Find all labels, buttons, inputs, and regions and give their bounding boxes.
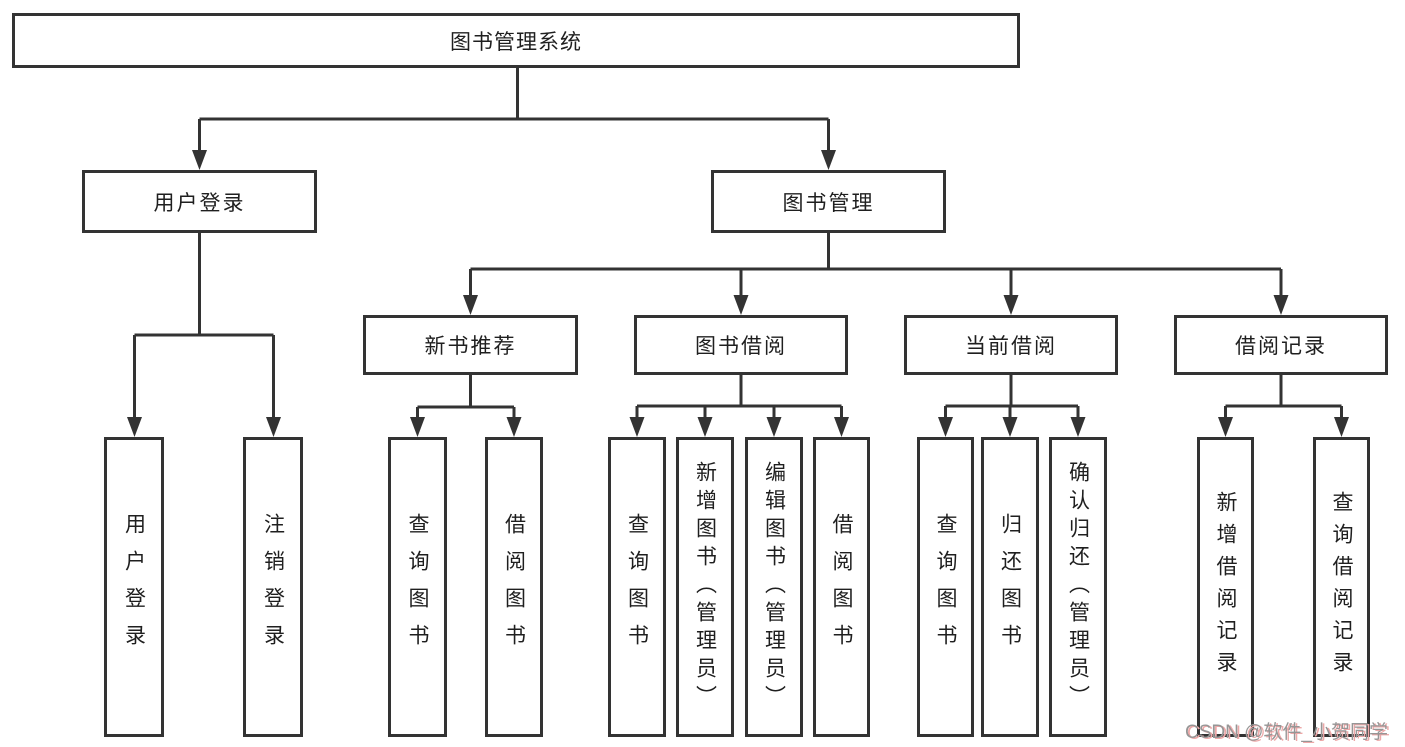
leaf-confirm-return-admin: 确认归还（管理员） (1049, 437, 1107, 737)
leaf-add-books-admin: 新增图书（管理员） (676, 437, 734, 737)
node-user-login: 用户登录 (82, 170, 317, 233)
connector-book-borrow-to-leaves (629, 375, 849, 437)
node-borrow-records: 借阅记录 (1174, 315, 1388, 375)
leaf-query-borrow-record: 查询借阅记录 (1313, 437, 1370, 737)
connector-book-mgmt-to-level3 (463, 233, 1289, 315)
connector-borrow-records-to-leaves (1218, 375, 1349, 437)
leaf-edit-books-admin: 编辑图书（管理员） (745, 437, 803, 737)
leaf-user-login: 用户登录 (104, 437, 164, 737)
leaf-borrow-books-recommend: 借阅图书 (485, 437, 543, 737)
node-book-management: 图书管理 (711, 170, 946, 233)
csdn-watermark: CSDN @软件_小贺同学 (1185, 722, 1388, 743)
leaf-query-books-recommend: 查询图书 (388, 437, 447, 737)
node-current-borrow: 当前借阅 (904, 315, 1118, 375)
node-new-book-recommend: 新书推荐 (363, 315, 578, 375)
connector-user-login-to-leaves (127, 233, 281, 437)
connector-current-borrow-to-leaves (938, 375, 1086, 437)
leaf-return-books: 归还图书 (981, 437, 1039, 737)
leaf-borrow-books: 借阅图书 (813, 437, 870, 737)
node-library-system: 图书管理系统 (12, 13, 1020, 68)
leaf-query-books-current: 查询图书 (917, 437, 974, 737)
connector-new-book-to-leaves (410, 375, 522, 437)
leaf-logout: 注销登录 (243, 437, 303, 737)
leaf-add-borrow-record: 新增借阅记录 (1197, 437, 1254, 737)
leaf-query-books-borrow: 查询图书 (608, 437, 666, 737)
connector-root-to-level2 (192, 68, 836, 170)
node-book-borrow: 图书借阅 (634, 315, 848, 375)
